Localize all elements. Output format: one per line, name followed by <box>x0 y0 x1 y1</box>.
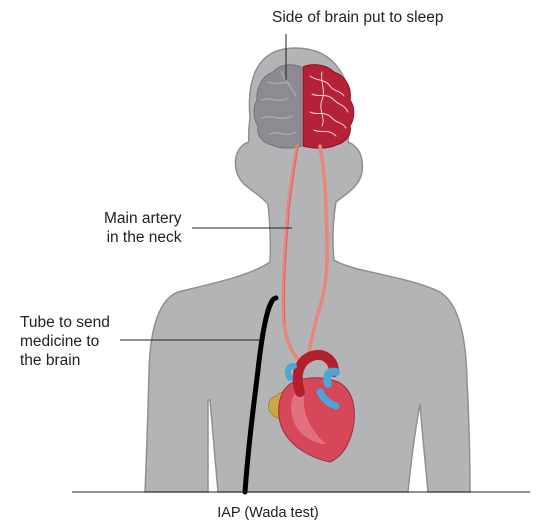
figure-caption: IAP (Wada test) <box>0 505 536 521</box>
brain-side-label-text: Side of brain put to sleep <box>272 8 443 27</box>
artery-label-line-2: in the neck <box>104 228 182 247</box>
tube-label: Tube to send medicine to the brain <box>20 313 110 370</box>
brain-side-label: Side of brain put to sleep <box>272 8 443 27</box>
brain-right-hemisphere <box>303 65 354 148</box>
tube-label-line-2: medicine to <box>20 332 110 351</box>
tube-label-line-1: Tube to send <box>20 313 110 332</box>
artery-label-line-1: Main artery <box>104 209 182 228</box>
tube-label-line-3: the brain <box>20 351 110 370</box>
artery-label: Main artery in the neck <box>104 209 182 247</box>
